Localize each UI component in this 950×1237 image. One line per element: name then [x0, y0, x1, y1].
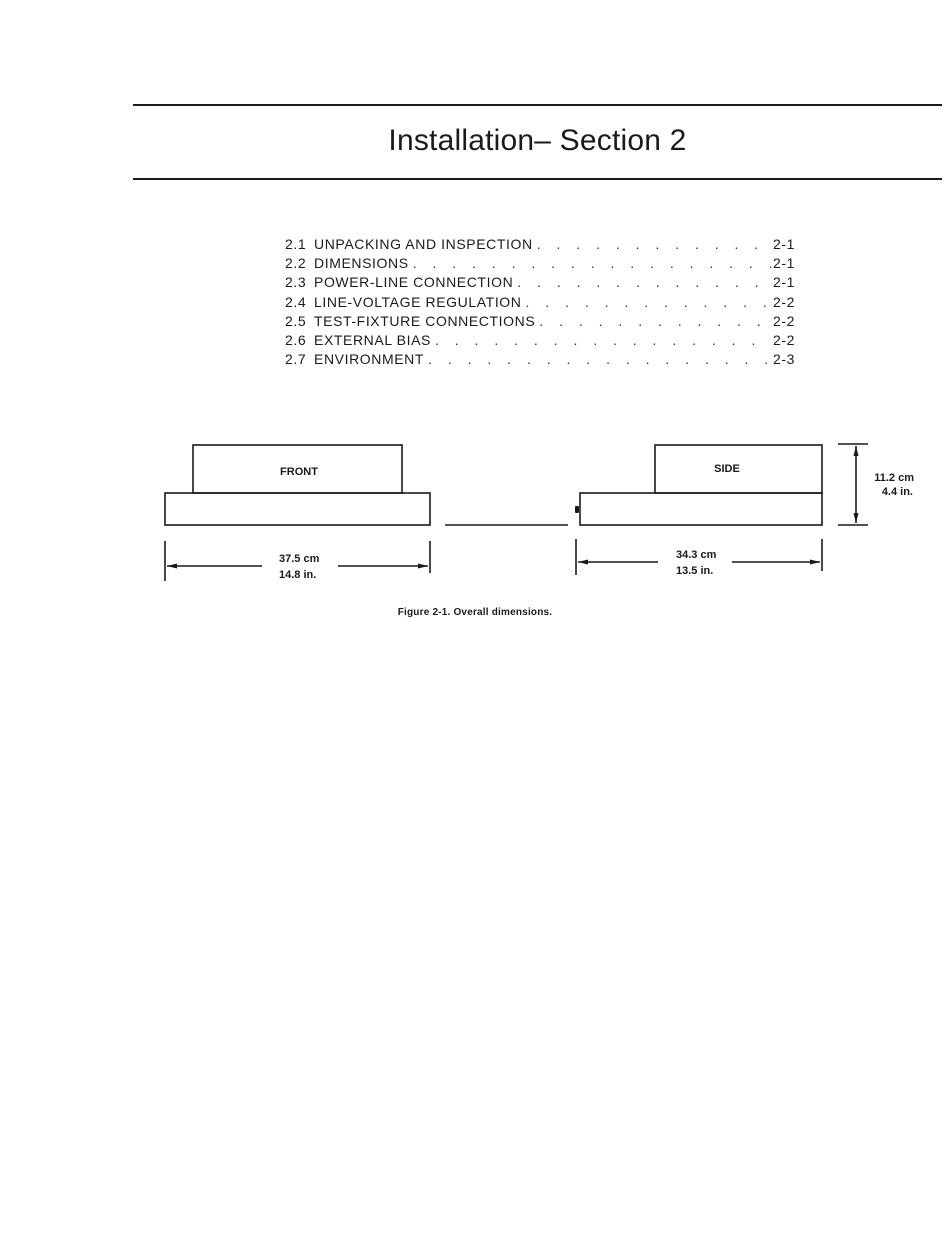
toc-number: 2.7: [285, 351, 307, 368]
toc-entry[interactable]: 2.6 EXTERNAL BIAS . . . . . . . . . . . …: [285, 332, 795, 351]
top-rule: [133, 104, 942, 106]
front-width-in: 14.8 in.: [279, 569, 316, 581]
toc-number: 2.1: [285, 236, 307, 252]
toc-leader: . . . . . . . . . . . . . . . . . . . . …: [412, 255, 771, 272]
toc-leader: . . . . . . . . . . . . . . . . . . . . …: [517, 274, 771, 291]
toc-leader: . . . . . . . . . . . . . . . . . . . . …: [525, 293, 771, 310]
figure-caption: Figure 2-1. Overall dimensions.: [397, 607, 553, 618]
bottom-rule: [133, 178, 942, 180]
toc-page: 2-2: [772, 331, 795, 348]
toc-entry[interactable]: 2.5 TEST-FIXTURE CONNECTIONS . . . . . .…: [285, 313, 795, 332]
height-in: 4.4 in.: [882, 486, 913, 498]
side-label: SIDE: [714, 463, 740, 475]
side-depth-in: 13.5 in.: [676, 565, 713, 577]
arrow-left-icon: [578, 559, 588, 565]
toc-entry[interactable]: 2.2 DIMENSIONS . . . . . . . . . . . . .…: [285, 255, 795, 274]
toc-leader: . . . . . . . . . . . . . . . . . . . . …: [434, 331, 771, 348]
height-cm: 11.2 cm: [874, 472, 914, 484]
toc-title: LINE-VOLTAGE REGULATION: [314, 293, 522, 310]
arrow-up-icon: [853, 446, 859, 456]
toc-page: 2-1: [772, 274, 795, 291]
toc-number: 2.3: [285, 274, 307, 291]
connector-knob-icon: [575, 506, 579, 513]
toc-title: DIMENSIONS: [314, 255, 409, 272]
toc-leader: . . . . . . . . . . . . . . . . . . . . …: [536, 236, 771, 252]
front-base-cabinet: [164, 492, 431, 526]
toc-page: 2-2: [772, 312, 795, 329]
arrow-left-icon: [167, 563, 177, 569]
toc-title: TEST-FIXTURE CONNECTIONS: [314, 312, 536, 329]
toc-page: 2-3: [772, 351, 795, 368]
toc-number: 2.5: [285, 312, 307, 329]
toc-leader: . . . . . . . . . . . . . . . . . . . . …: [539, 312, 771, 329]
toc-page: 2-1: [772, 236, 795, 252]
arrow-right-icon: [418, 563, 428, 569]
arrow-right-icon: [810, 559, 820, 565]
arrow-down-icon: [853, 513, 859, 523]
toc-page: 2-2: [772, 293, 795, 310]
toc-title: UNPACKING AND INSPECTION: [314, 236, 533, 252]
front-label: FRONT: [280, 466, 318, 478]
toc-entry[interactable]: 2.3 POWER-LINE CONNECTION . . . . . . . …: [285, 274, 795, 293]
front-width-cm: 37.5 cm: [279, 553, 320, 565]
table-of-contents: 2.1 UNPACKING AND INSPECTION . . . . . .…: [285, 236, 795, 370]
page-title: Installation– Section 2: [388, 124, 687, 157]
toc-entry[interactable]: 2.7 ENVIRONMENT . . . . . . . . . . . . …: [285, 351, 795, 370]
toc-title: EXTERNAL BIAS: [314, 331, 431, 348]
toc-title: ENVIRONMENT: [314, 351, 425, 368]
toc-number: 2.4: [285, 293, 307, 310]
toc-number: 2.2: [285, 255, 307, 272]
side-depth-cm: 34.3 cm: [676, 549, 717, 561]
dimensions-figure: FRONT SIDE 37.5 cm 14.8 in. 34.3 cm 13.5…: [164, 443, 914, 581]
toc-leader: . . . . . . . . . . . . . . . . . . . . …: [428, 351, 771, 368]
toc-number: 2.6: [285, 331, 307, 348]
side-base-cabinet: [579, 492, 823, 526]
toc-entry[interactable]: 2.4 LINE-VOLTAGE REGULATION . . . . . . …: [285, 294, 795, 313]
toc-title: POWER-LINE CONNECTION: [314, 274, 514, 291]
toc-page: 2-1: [772, 255, 795, 272]
toc-entry[interactable]: 2.1 UNPACKING AND INSPECTION . . . . . .…: [285, 236, 795, 255]
